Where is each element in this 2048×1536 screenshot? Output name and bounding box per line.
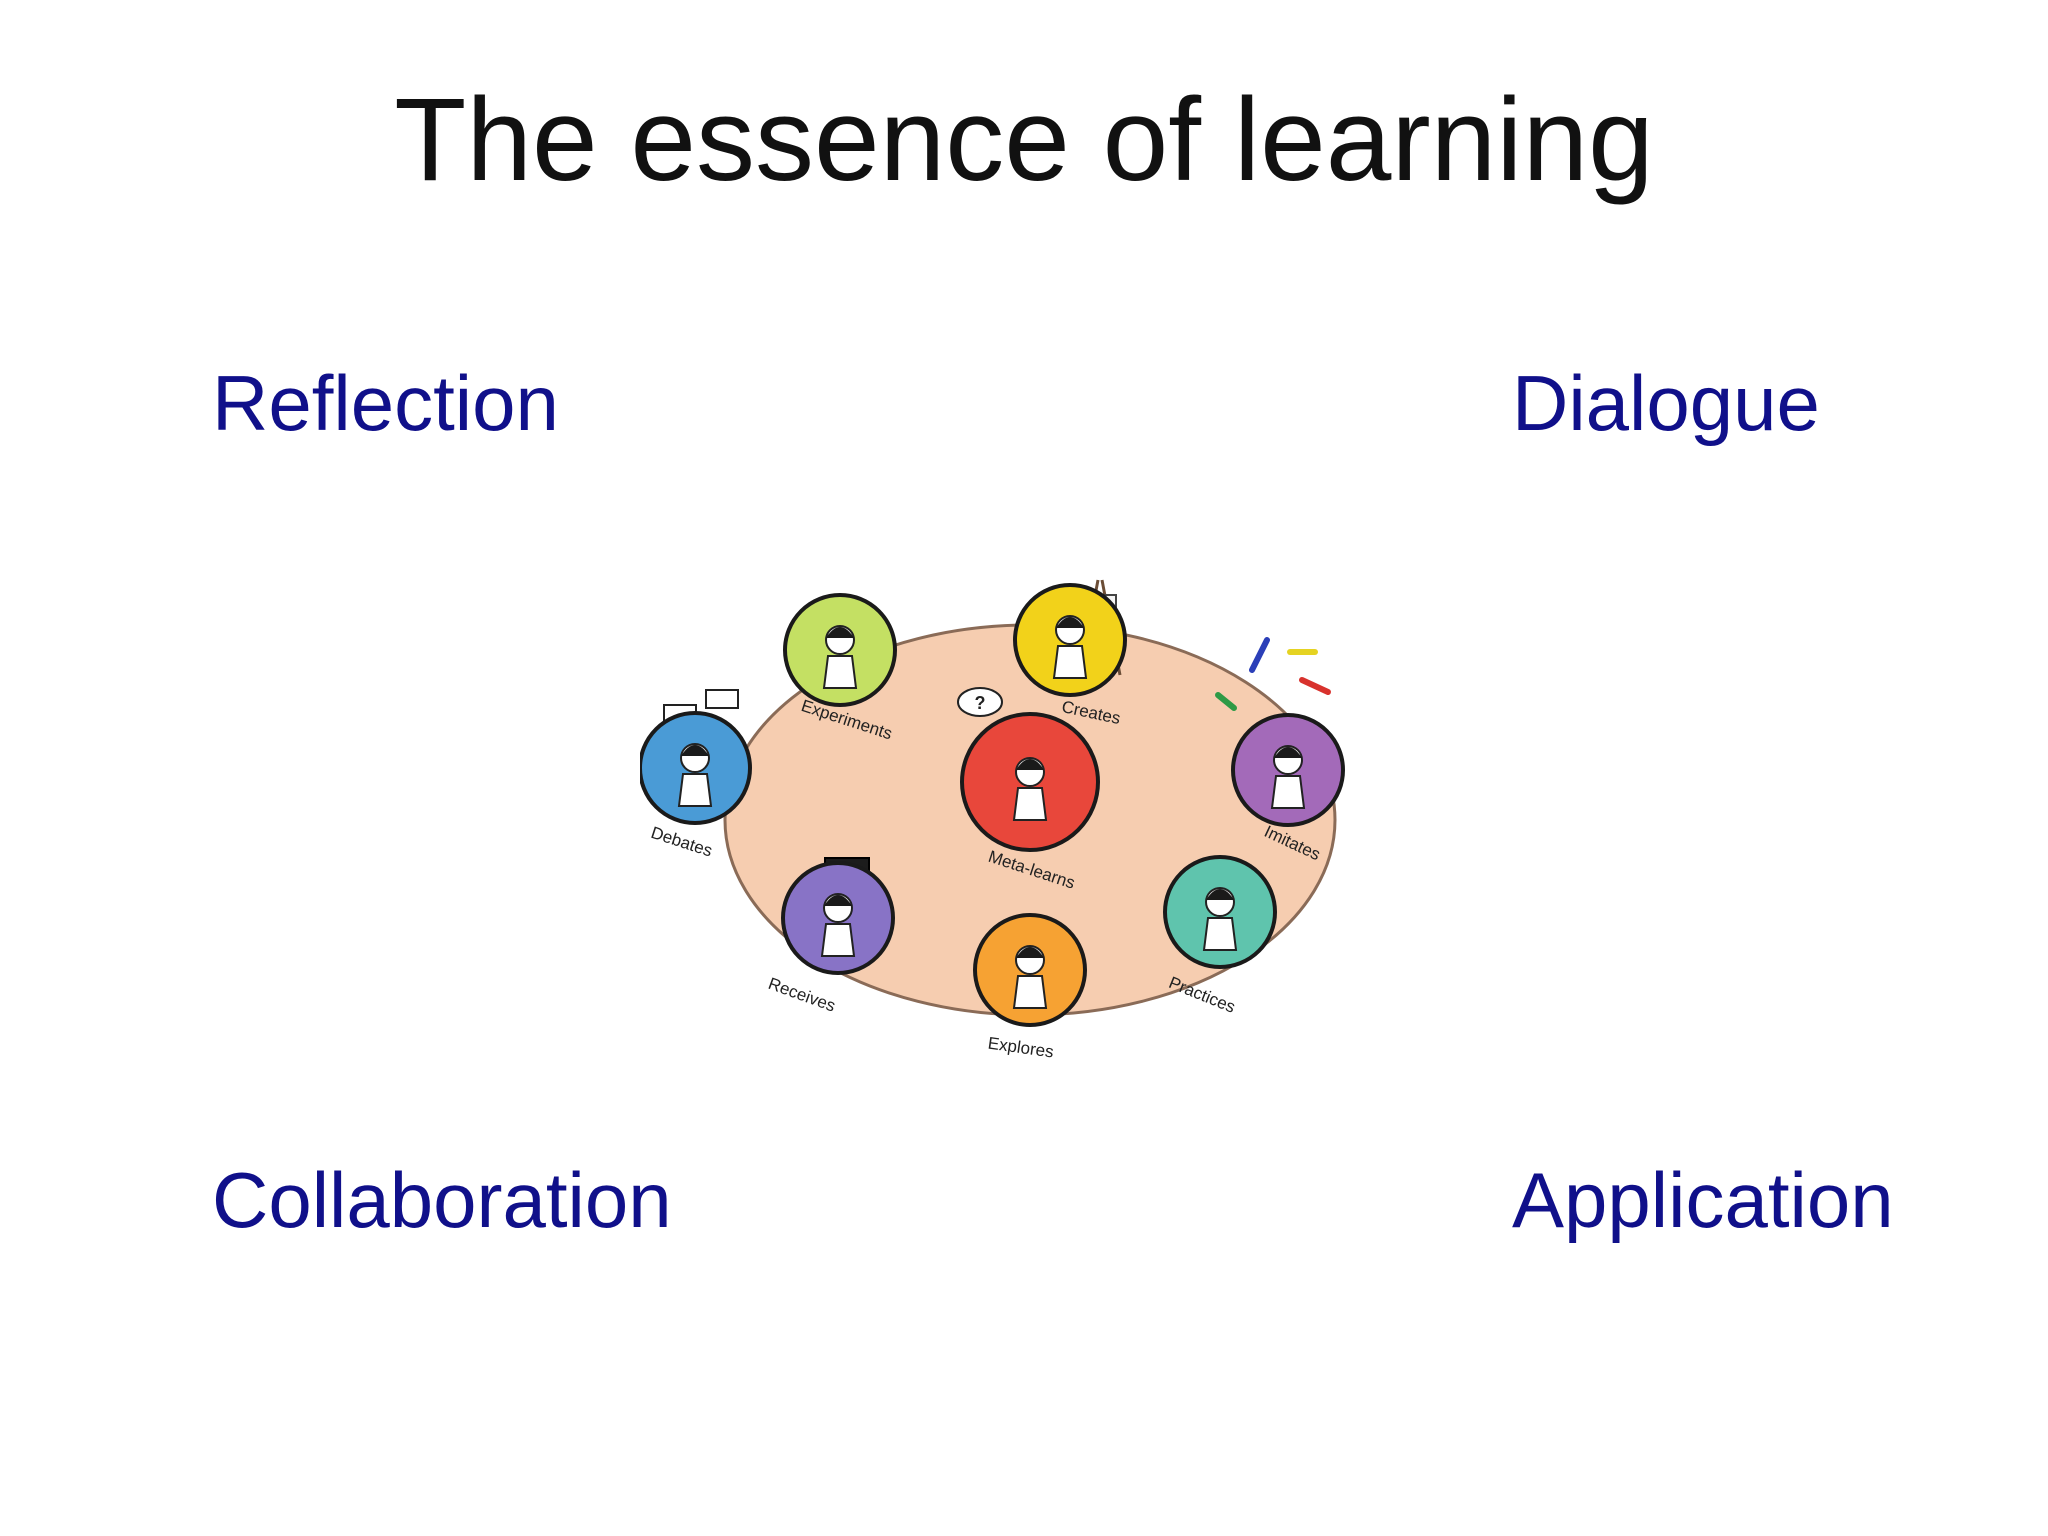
role-imitates-circle [1231, 713, 1345, 827]
collaboration-label: Collaboration [212, 1156, 672, 1244]
role-practices-circle [1163, 855, 1277, 969]
juggling-pins-icon [1215, 637, 1331, 711]
reflection-label: Reflection [212, 359, 559, 447]
dialogue-label: Dialogue [1512, 359, 1820, 447]
role-experiments-circle [783, 593, 897, 707]
role-receives-label: Receives [766, 974, 838, 1016]
role-circles [640, 583, 1345, 1027]
role-meta-learns-circle [960, 712, 1100, 852]
question-bubble-icon: ? [957, 687, 1003, 717]
application-label: Application [1512, 1156, 1894, 1244]
role-debates-circle [640, 711, 752, 825]
slide-title: The essence of learning [394, 74, 1654, 206]
question-mark: ? [975, 693, 986, 713]
role-explores-label: Explores [987, 1034, 1055, 1062]
role-debates-label: Debates [649, 823, 715, 861]
role-creates-circle [1013, 583, 1127, 697]
role-explores-circle [973, 913, 1087, 1027]
role-receives-circle [781, 861, 895, 975]
